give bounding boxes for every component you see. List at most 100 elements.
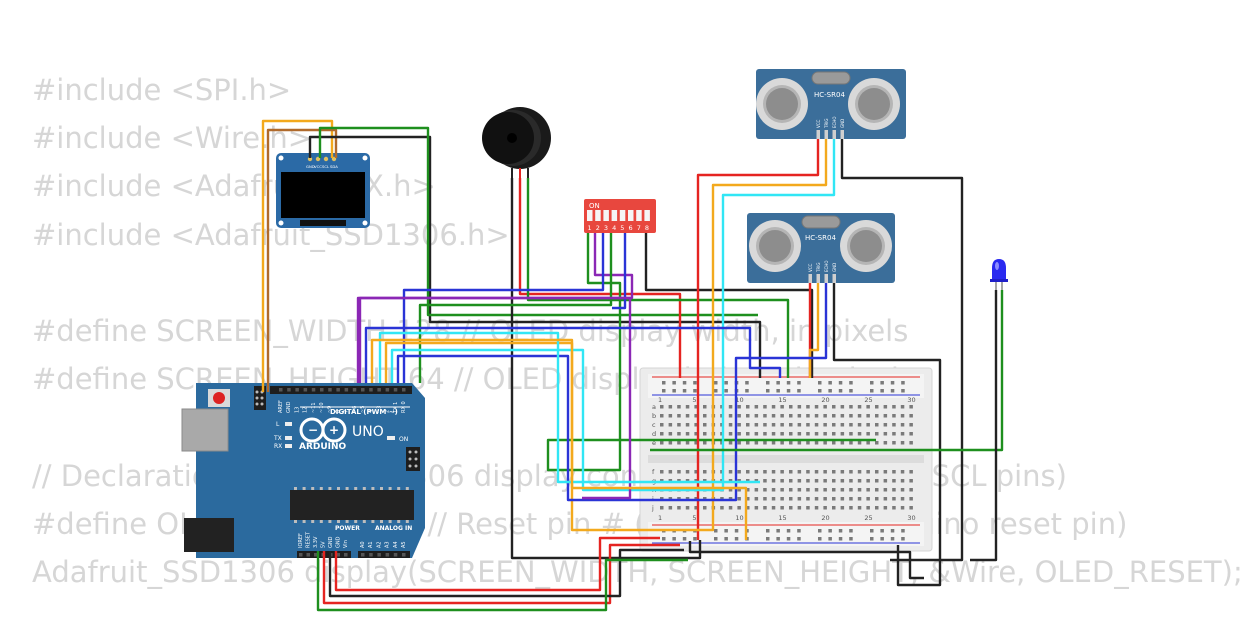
- breadboard-hole[interactable]: [814, 479, 819, 483]
- breadboard-hole[interactable]: [814, 470, 819, 474]
- breadboard-hole[interactable]: [728, 405, 733, 409]
- rail-hole[interactable]: [890, 389, 895, 393]
- breadboard-hole[interactable]: [832, 414, 836, 418]
- breadboard-hole[interactable]: [668, 506, 673, 510]
- breadboard-hole[interactable]: [875, 405, 879, 409]
- header-pin[interactable]: [377, 388, 381, 392]
- breadboard-hole[interactable]: [677, 497, 681, 501]
- breadboard-hole[interactable]: [823, 414, 827, 418]
- breadboard-hole[interactable]: [668, 441, 673, 445]
- breadboard-hole[interactable]: [892, 423, 896, 427]
- breadboard-hole[interactable]: [857, 432, 862, 436]
- header-pin[interactable]: [344, 553, 348, 557]
- breadboard-hole[interactable]: [849, 479, 853, 483]
- breadboard-hole[interactable]: [832, 497, 836, 501]
- breadboard-hole[interactable]: [883, 405, 888, 409]
- breadboard-hole[interactable]: [866, 497, 870, 501]
- dip-lever[interactable]: [587, 210, 593, 221]
- breadboard-hole[interactable]: [754, 414, 759, 418]
- sensor-pin[interactable]: [832, 274, 837, 283]
- rail-hole[interactable]: [818, 537, 822, 541]
- breadboard-hole[interactable]: [694, 432, 698, 436]
- breadboard-hole[interactable]: [909, 441, 913, 445]
- rail-hole[interactable]: [797, 537, 801, 541]
- rail-hole[interactable]: [766, 381, 770, 385]
- breadboard-hole[interactable]: [797, 470, 802, 474]
- breadboard-hole[interactable]: [849, 497, 853, 501]
- breadboard-hole[interactable]: [875, 497, 879, 501]
- breadboard-hole[interactable]: [763, 488, 767, 492]
- breadboard-hole[interactable]: [763, 414, 767, 418]
- breadboard-hole[interactable]: [668, 497, 673, 501]
- rail-hole[interactable]: [838, 529, 843, 533]
- rail-hole[interactable]: [880, 537, 884, 541]
- dip-lever[interactable]: [644, 210, 650, 221]
- breadboard-hole[interactable]: [771, 488, 776, 492]
- breadboard-hole[interactable]: [660, 423, 664, 427]
- rail-hole[interactable]: [838, 537, 843, 541]
- breadboard-hole[interactable]: [660, 479, 664, 483]
- breadboard-hole[interactable]: [832, 405, 836, 409]
- breadboard-hole[interactable]: [754, 479, 759, 483]
- breadboard-hole[interactable]: [866, 479, 870, 483]
- breadboard-hole[interactable]: [746, 470, 750, 474]
- breadboard-hole[interactable]: [771, 506, 776, 510]
- breadboard-hole[interactable]: [866, 506, 870, 510]
- breadboard-hole[interactable]: [720, 506, 724, 510]
- breadboard-hole[interactable]: [694, 479, 698, 483]
- rail-hole[interactable]: [745, 389, 749, 393]
- breadboard-hole[interactable]: [746, 414, 750, 418]
- rail-hole[interactable]: [724, 529, 728, 533]
- breadboard-hole[interactable]: [660, 432, 664, 436]
- breadboard-hole[interactable]: [746, 405, 750, 409]
- dip-lever[interactable]: [628, 210, 634, 221]
- breadboard-hole[interactable]: [685, 432, 690, 436]
- rail-hole[interactable]: [693, 381, 697, 385]
- breadboard-hole[interactable]: [780, 497, 784, 501]
- header-pin[interactable]: [385, 553, 390, 557]
- breadboard-hole[interactable]: [857, 441, 862, 445]
- breadboard-hole[interactable]: [866, 470, 870, 474]
- breadboard-hole[interactable]: [875, 506, 879, 510]
- rail-hole[interactable]: [662, 537, 666, 541]
- breadboard-hole[interactable]: [883, 470, 888, 474]
- breadboard-hole[interactable]: [720, 497, 724, 501]
- breadboard-hole[interactable]: [814, 497, 819, 501]
- breadboard-hole[interactable]: [660, 497, 664, 501]
- breadboard-hole[interactable]: [909, 423, 913, 427]
- rail-hole[interactable]: [849, 529, 853, 533]
- rail-hole[interactable]: [662, 389, 666, 393]
- breadboard-hole[interactable]: [668, 405, 673, 409]
- sensor-pin[interactable]: [808, 274, 813, 283]
- breadboard-hole[interactable]: [832, 506, 836, 510]
- breadboard-hole[interactable]: [883, 497, 888, 501]
- breadboard-hole[interactable]: [746, 488, 750, 492]
- dip-lever[interactable]: [636, 210, 642, 221]
- header-pin[interactable]: [393, 553, 398, 557]
- breadboard-hole[interactable]: [771, 414, 776, 418]
- breadboard-hole[interactable]: [677, 405, 681, 409]
- rail-hole[interactable]: [849, 389, 853, 393]
- header-pin[interactable]: [320, 388, 324, 392]
- breadboard-hole[interactable]: [668, 414, 673, 418]
- breadboard-hole[interactable]: [883, 423, 888, 427]
- breadboard-hole[interactable]: [892, 497, 896, 501]
- breadboard-hole[interactable]: [737, 479, 741, 483]
- breadboard-hole[interactable]: [857, 405, 862, 409]
- breadboard-hole[interactable]: [728, 488, 733, 492]
- breadboard-hole[interactable]: [806, 479, 810, 483]
- breadboard-hole[interactable]: [737, 423, 741, 427]
- breadboard-hole[interactable]: [797, 497, 802, 501]
- rail-hole[interactable]: [693, 389, 697, 393]
- breadboard-hole[interactable]: [754, 432, 759, 436]
- breadboard-hole[interactable]: [694, 441, 698, 445]
- rail-hole[interactable]: [724, 389, 728, 393]
- sensor-pin[interactable]: [824, 130, 829, 139]
- breadboard-hole[interactable]: [857, 479, 862, 483]
- rail-hole[interactable]: [672, 537, 676, 541]
- blue-led[interactable]: [990, 259, 1008, 290]
- rail-hole[interactable]: [828, 389, 832, 393]
- breadboard-hole[interactable]: [789, 432, 793, 436]
